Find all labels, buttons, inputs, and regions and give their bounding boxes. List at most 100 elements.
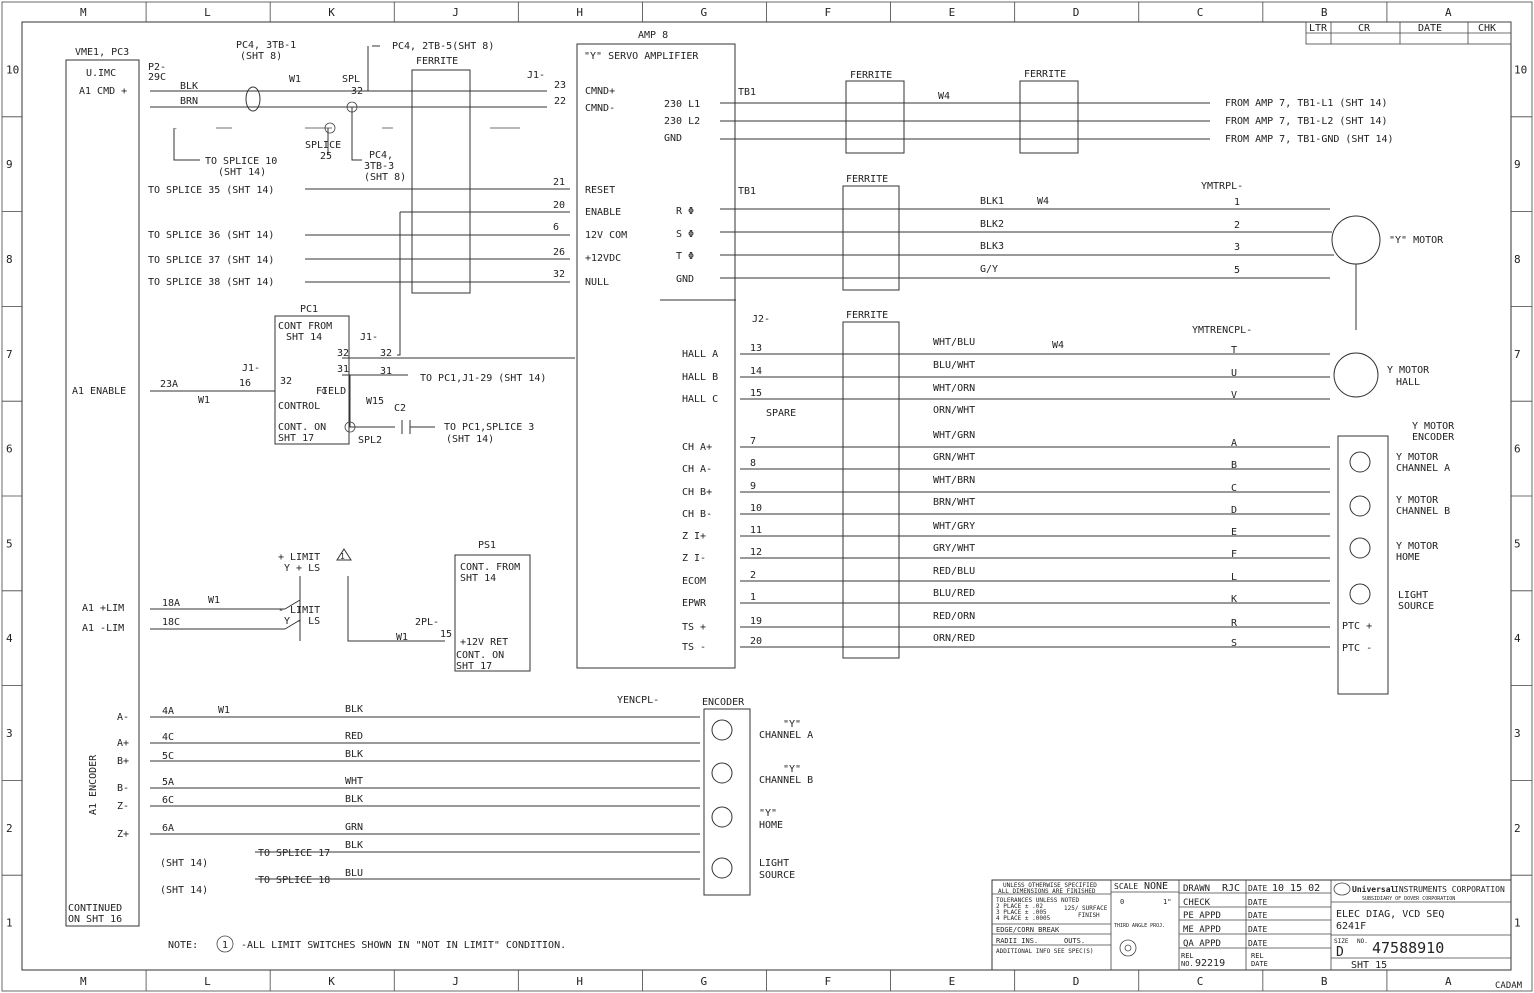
amp-hall-label: HALL B [682, 372, 718, 383]
note-prefix: NOTE: [168, 940, 198, 951]
note-num: 1 [222, 940, 228, 951]
zone-row-right: 1 [1514, 917, 1521, 930]
pc1-w1: W1 [198, 395, 210, 406]
tol5: 3 PLACE ± .005 [996, 909, 1047, 916]
enc-box-title1: Y MOTOR [1412, 421, 1455, 432]
rel-no-label: NO. [1181, 960, 1194, 968]
zone-row-right: 7 [1514, 348, 1521, 361]
pc1-to2b: (SHT 14) [446, 434, 494, 445]
scale-label: SCALE [1114, 882, 1138, 891]
qa-date: DATE [1248, 939, 1267, 948]
amp-hall-label: Z I- [682, 553, 706, 564]
tol6: 4 PLACE ± .0005 [996, 915, 1051, 922]
motor-wire-3: G/Y [980, 264, 998, 275]
hall-letter: T [1231, 345, 1237, 356]
splice25b: 25 [320, 151, 332, 162]
continued-1: CONTINUED [68, 903, 122, 914]
title-block: UNLESS OTHERWISE SPECIFIED ALL DIMENSION… [991, 879, 1523, 991]
pc1-l2: SHT 14 [286, 332, 322, 343]
power-from-l2: FROM AMP 7, TB1-L2 (SHT 14) [1225, 116, 1388, 127]
enc-ptcm: PTC - [1342, 643, 1372, 654]
hall-pin: 14 [750, 366, 762, 377]
splice-36: TO SPLICE 36 (SHT 14) [148, 230, 274, 241]
lim-p18a: 18A [162, 598, 180, 609]
pc1-j1b: J1- [242, 363, 260, 374]
zone-row-right: 9 [1514, 158, 1521, 171]
scale1: 1" [1163, 898, 1171, 906]
vme-sub: U.IMC [86, 68, 116, 79]
pc4a: PC4, 3TB-1 [236, 40, 296, 51]
encc-cha1: "Y" [783, 719, 801, 730]
amp-in-12vdc: +12VDC [585, 253, 621, 264]
zone-col-bottom: K [328, 975, 335, 988]
lim-p18c: 18C [162, 617, 180, 628]
zone-row-left: 5 [6, 537, 13, 550]
pc1-field: FIELD [316, 386, 346, 397]
zone-row-right: 4 [1514, 632, 1521, 645]
hall-pin: 20 [750, 636, 762, 647]
hall-ferrite: FERRITE [846, 310, 888, 321]
hall-pin: 9 [750, 481, 756, 492]
hall-wire-label: RED/BLU [933, 566, 975, 577]
zone-col-top: J [452, 6, 459, 19]
vme-mlim: A1 -LIM [82, 623, 124, 634]
me-label: ME APPD [1183, 925, 1221, 935]
encc-wire-6: BLK [345, 840, 363, 851]
splice-38-pin: 32 [553, 269, 565, 280]
ps1-l1: CONT. FROM [460, 562, 520, 573]
enc-light2: SOURCE [1398, 601, 1434, 612]
motor-pin-0: 1 [1234, 197, 1240, 208]
j2-label: J2- [752, 314, 770, 325]
zone-col-top: C [1197, 6, 1204, 19]
cmd-pin23: 23 [554, 80, 566, 91]
third-angle: THIRD ANGLE PROJ. [1114, 923, 1165, 929]
amp-in-reset: RESET [585, 185, 615, 196]
motor-ferrite: FERRITE [846, 174, 888, 185]
hall-wire-label: WHT/GRN [933, 430, 975, 441]
hall-wire-label: GRN/WHT [933, 452, 975, 463]
no-label: NO. [1357, 938, 1368, 945]
size-label: SIZE [1334, 938, 1349, 945]
amp-in-12vcom: 12V COM [585, 230, 627, 241]
encc-home2: HOME [759, 820, 783, 831]
pc1-j1: J1- [360, 332, 378, 343]
ps1-l5: SHT 17 [456, 661, 492, 672]
pc1-p31: 31 [337, 364, 349, 375]
enc-chb1: Y MOTOR [1396, 495, 1439, 506]
zone-row-left: 3 [6, 727, 13, 740]
motor-wire-2: BLK3 [980, 241, 1004, 252]
zone-col-top: M [80, 6, 87, 19]
enc-home2: HOME [1396, 552, 1420, 563]
zone-row-right: 3 [1514, 727, 1521, 740]
motor-pin-2: 3 [1234, 242, 1240, 253]
hall-wire-label: WHT/ORN [933, 383, 975, 394]
pc1-conton: CONT. ON [278, 422, 326, 433]
amp-hall-label: Z I+ [682, 531, 706, 542]
motor-encoder-box: Y MOTOR ENCODER Y MOTOR CHANNEL A Y MOTO… [1337, 421, 1455, 695]
scale-val: NONE [1144, 881, 1168, 892]
drawn-date: 10 15 02 [1272, 883, 1320, 894]
drawn-date-label: DATE [1248, 884, 1267, 893]
hall-letter: B [1231, 460, 1237, 471]
sheet-number: SHT 15 [1351, 960, 1387, 971]
vme1-controller: VME1, PC3 U.IMC A1 CMD + P2- 29C A1 ENAB… [65, 47, 166, 927]
ps1-l2: SHT 14 [460, 573, 496, 584]
amp-hall-label: CH A- [682, 464, 712, 475]
lim-plus1: + LIMIT [278, 552, 320, 563]
tol3: TOLERANCES UNLESS NOTED [996, 897, 1079, 904]
company-sub: SUBSIDIARY OF DOVER CORPORATION [1362, 896, 1455, 902]
hall-letter: S [1231, 638, 1237, 649]
cmd-ferrite: FERRITE [416, 56, 458, 67]
p2-pin: 29C [148, 72, 166, 83]
zone-row-right: 8 [1514, 253, 1521, 266]
lim-minus1: - LIMIT [278, 605, 320, 616]
zone-col-bottom: L [204, 975, 211, 988]
pc1-title: PC1 [300, 304, 318, 315]
pc4c3: (SHT 8) [364, 172, 406, 183]
zone-col-bottom: F [825, 975, 832, 988]
hall-letter: C [1231, 483, 1237, 494]
zone-col-top: L [204, 6, 211, 19]
hall-letter: A [1231, 438, 1237, 449]
zone-row-left: 4 [6, 632, 13, 645]
